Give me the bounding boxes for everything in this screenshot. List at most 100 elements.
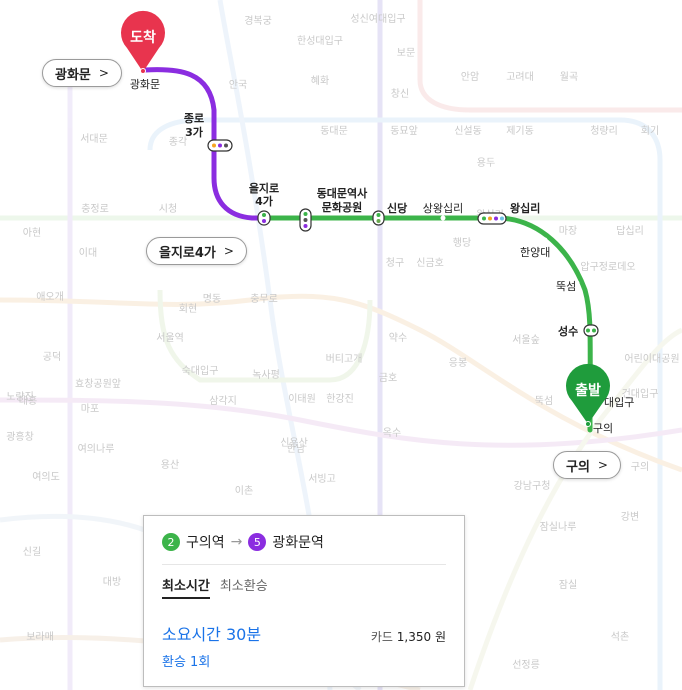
background-station-label: 마장 (559, 225, 577, 237)
background-station-label: 버티고개 (326, 353, 363, 365)
background-station-label: 보문 (397, 47, 415, 59)
background-station-label: 석촌 (611, 631, 629, 643)
background-station-label: 옥수 (383, 427, 401, 439)
chevron-right-icon: > (223, 244, 234, 258)
euljiro4ga-station-button[interactable]: 을지로4가 > (146, 237, 247, 265)
background-station-label: 서울숲 (512, 334, 540, 346)
guui-station-button[interactable]: 구의 > (553, 451, 621, 479)
background-station-label: 한남 (287, 443, 305, 455)
background-station-label: 제기동 (506, 125, 534, 137)
background-station-label: 어린이대공원 (624, 353, 679, 365)
seongsu-station-marker (583, 324, 599, 337)
route-line-2 (261, 215, 593, 433)
station-label-guui: 구의 (593, 422, 613, 435)
background-station-label: 응봉 (449, 357, 467, 369)
ttukseom-station-marker (574, 280, 580, 286)
background-station-label: 잠실 (559, 579, 577, 591)
background-station-label: 마포 (81, 403, 99, 415)
background-station-label: 구의 (631, 461, 649, 473)
background-station-label: 고려대 (506, 71, 534, 83)
sangwangsimni-station-marker (440, 215, 446, 221)
fare: 카드 1,350 원 (371, 628, 446, 645)
station-label-ddp-line2: 문화공원 (322, 200, 362, 214)
fare-value: 1,350 원 (396, 630, 446, 644)
background-station-label: 청량리 (590, 125, 618, 137)
background-station-label: 압구정로데오 (580, 260, 635, 273)
station-label-gwanghwamun: 광화문 (130, 78, 160, 91)
departure-pin-label: 출발 (575, 382, 601, 399)
route-line-5 (142, 67, 267, 221)
station-label-jongno3ga-line2: 3가 (185, 125, 203, 139)
station-label-seongsu: 성수 (558, 324, 578, 338)
route-summary: 소요시간 30분 카드 1,350 원 (162, 621, 446, 645)
background-station-label: 이촌 (235, 485, 253, 497)
station-label-jongno3ga-line1: 종로 (184, 112, 204, 125)
background-station-label: 서대문 (80, 133, 108, 145)
tab-fastest[interactable]: 최소시간 (162, 575, 210, 599)
background-station-label: 광흥창 (6, 430, 34, 443)
background-station-label: 신금호 (416, 257, 444, 269)
background-station-label: 효창공원앞 (75, 378, 121, 390)
arrival-pin-icon (120, 10, 166, 72)
background-station-label: 용두 (477, 157, 495, 169)
departure-marker[interactable]: 출발 (565, 363, 610, 427)
arrow-right-icon: → (230, 534, 243, 550)
background-station-label: 강남구청 (514, 480, 551, 492)
euljiro4ga-station-button-label: 을지로4가 (159, 245, 216, 261)
route-summary-card[interactable]: 2 구의역 → 5 광화문역 최소시간 최소환승 소요시간 30분 카드 1,3… (143, 515, 465, 687)
background-station-label: 보라매 (26, 631, 54, 643)
background-station-label: 신용산 (280, 437, 308, 449)
arrival-marker[interactable]: 도착 (120, 10, 166, 74)
line-5-badge-icon: 5 (248, 533, 267, 551)
arrival-pin-label: 도착 (130, 29, 156, 46)
background-station-label: 대흥 (19, 394, 37, 407)
route-header: 2 구의역 → 5 광화문역 (162, 532, 446, 552)
background-station-label: 혜화 (311, 75, 329, 87)
background-station-label: 서울역 (156, 332, 184, 344)
background-station-label: 청구 (386, 257, 404, 269)
tab-fewest-transfers[interactable]: 최소환승 (219, 579, 268, 594)
background-station-label: 녹사평 (252, 369, 280, 381)
fare-label: 카드 (370, 630, 393, 644)
background-station-label: 회기 (641, 125, 659, 137)
station-label-euljiro4ga-line2: 4가 (255, 194, 273, 208)
background-station-label: 아현 (23, 227, 41, 239)
chevron-right-icon: > (597, 458, 608, 472)
background-station-label: 안국 (229, 79, 247, 91)
station-label-sindang: 신당 (387, 201, 407, 215)
route-stations (207, 139, 599, 337)
background-station-label: 숙대입구 (182, 364, 219, 377)
background-station-label: 월곡 (560, 71, 578, 83)
background-station-label: 경복궁 (244, 14, 272, 27)
background-station-label: 금호 (379, 372, 397, 384)
background-station-label: 여의도 (32, 471, 60, 483)
hanyang-station-marker (542, 237, 548, 243)
background-station-label: 신설동 (454, 125, 482, 137)
background-station-label: 대방 (103, 576, 121, 588)
guui-station-button-label: 구의 (566, 459, 590, 475)
station-label-wangsimni: 왕십리 (510, 201, 540, 215)
origin-station: 구의역 (186, 535, 225, 551)
background-station-label: 선정릉 (512, 659, 540, 671)
transfer-count: 환승 1회 (162, 655, 211, 670)
sindang-station-marker (372, 210, 385, 226)
background-station-label: 안암 (461, 71, 479, 83)
gwanghwamun-station-button[interactable]: 광화문 > (42, 59, 122, 87)
destination-station: 광화문역 (272, 535, 324, 551)
background-station-label: 건대입구 (622, 387, 659, 400)
travel-duration: 소요시간 30분 (162, 625, 262, 644)
background-station-labels: 경복궁안국종각시청서대문충정로아현이대애오개공덕마포여의나루여의도신길대방보라매… (6, 12, 679, 671)
background-station-label: 이태원 (288, 393, 316, 405)
background-station-label: 강변 (621, 511, 639, 523)
background-station-label: 뚝섬 (535, 395, 553, 407)
station-label-euljiro4ga-line1: 을지로 (249, 181, 279, 195)
station-label-hanyang: 한양대 (520, 246, 550, 259)
euljiro4ga-station-marker (257, 210, 271, 226)
route-option-tabs: 최소시간 최소환승 (162, 575, 446, 599)
background-station-label: 행당 (453, 237, 471, 249)
background-station-label: 애오개 (36, 291, 64, 303)
background-station-label: 창신 (391, 88, 409, 100)
